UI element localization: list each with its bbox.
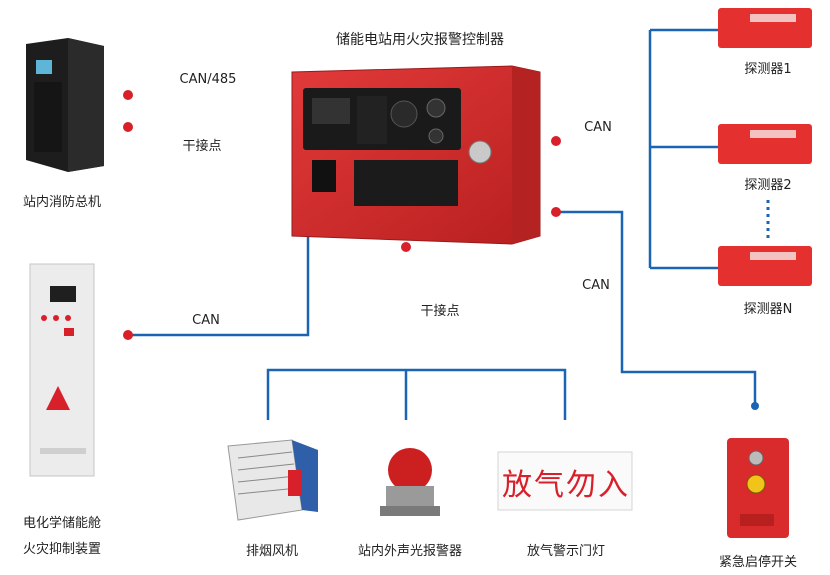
label-fire-host: 站内消防总机 xyxy=(22,195,102,210)
label-can-right-mid: CAN xyxy=(582,278,610,293)
label-dry-bottom: 干接点 xyxy=(420,304,460,319)
dot-can-right-mid xyxy=(551,207,561,217)
wire-can-left xyxy=(128,225,310,337)
label-suppression-line1: 电化学储能舱 xyxy=(22,516,102,531)
fan-device xyxy=(227,439,318,521)
alarm-device xyxy=(380,448,440,516)
label-detector1: 探测器1 xyxy=(744,62,792,77)
wire-can-right-mid xyxy=(556,210,757,404)
label-detectorN: 探测器N xyxy=(743,302,793,317)
detectorN-device xyxy=(718,246,812,286)
label-detector2: 探测器2 xyxy=(744,178,792,193)
dot-emergency xyxy=(751,402,759,410)
dot-dry-left xyxy=(123,122,133,132)
label-can-right-top: CAN xyxy=(584,120,612,135)
wire-bottom-bus xyxy=(266,368,567,420)
label-gas-lamp: 放气警示门灯 xyxy=(526,544,606,559)
dot-dry-bottom xyxy=(401,242,411,252)
fire-host-cabinet xyxy=(26,38,104,172)
diagram-title: 储能电站用火灾报警控制器 xyxy=(336,32,504,48)
detector1-device xyxy=(718,8,812,48)
dot-can485 xyxy=(123,90,133,100)
controller-panel xyxy=(291,65,541,245)
label-suppression-line2: 火灾抑制装置 xyxy=(22,542,102,557)
label-can-left: CAN xyxy=(192,313,220,328)
dot-can-left xyxy=(123,330,133,340)
label-emergency: 紧急启停开关 xyxy=(718,555,798,570)
emergency-device xyxy=(727,438,789,538)
label-dry-left: 干接点 xyxy=(182,139,222,154)
suppression-cabinet xyxy=(29,263,95,477)
label-fan: 排烟风机 xyxy=(245,544,299,559)
label-can485: CAN/485 xyxy=(179,72,237,87)
dot-can-right-top xyxy=(551,136,561,146)
gas-lamp-sign-text: 放气勿入 xyxy=(502,468,630,503)
label-alarm: 站内外声光报警器 xyxy=(357,544,463,559)
detector2-device xyxy=(718,124,812,164)
gas-lamp-device xyxy=(497,451,633,511)
